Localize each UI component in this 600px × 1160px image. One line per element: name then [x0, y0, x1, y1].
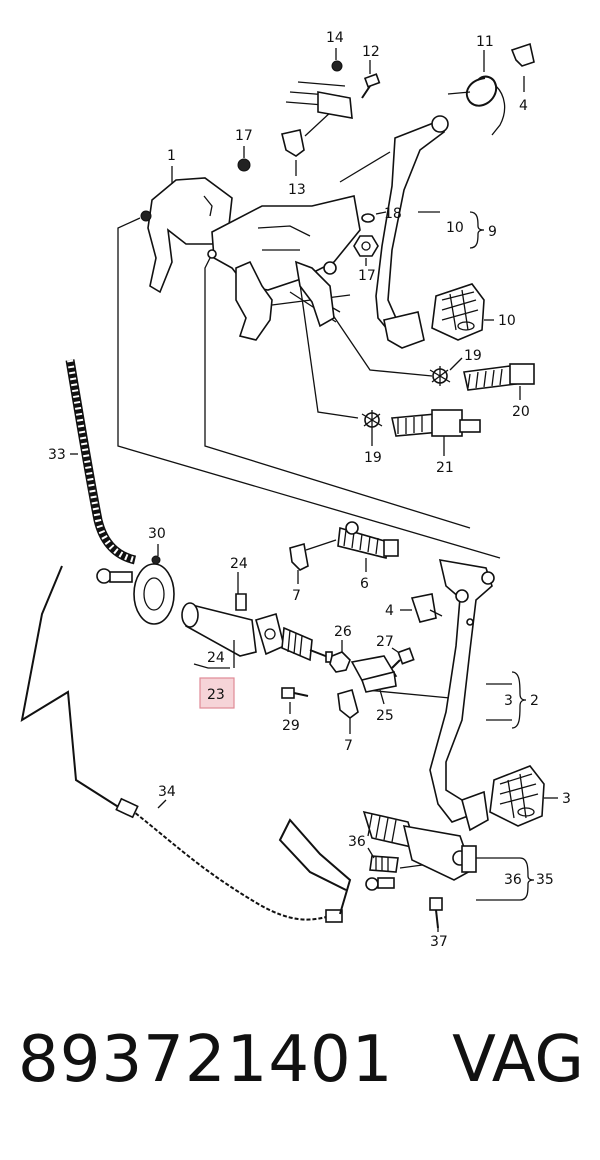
- fitting-slave: [365, 877, 395, 891]
- nut-26: [329, 651, 351, 673]
- brake-pedal-arm: [375, 115, 449, 349]
- callout-labels: 1 17 14 12 11 4 13 18 17 10 9 10 19 20 1…: [48, 30, 571, 950]
- fitting-left: [96, 568, 133, 584]
- bolt-12: [361, 73, 381, 99]
- master-cylinder-23: [181, 593, 285, 657]
- switch-20: [463, 363, 535, 391]
- callout-29: 29: [282, 718, 300, 734]
- callout-17-top: 17: [235, 128, 253, 144]
- callout-27: 27: [376, 634, 394, 650]
- nut-17: [353, 235, 379, 257]
- callout-12: 12: [362, 44, 380, 60]
- callout-19-top: 19: [464, 348, 482, 364]
- callout-3-pedal: 3: [504, 693, 513, 709]
- pedal-pad-10: [431, 283, 485, 341]
- switch-6: [337, 521, 399, 559]
- callout-21: 21: [436, 460, 454, 476]
- callout-7-top: 7: [292, 588, 301, 604]
- switch-21: [391, 409, 481, 437]
- pedal-foot-block: [461, 790, 489, 832]
- callout-7-bottom: 7: [344, 738, 353, 754]
- clip-7-lower: [337, 689, 359, 720]
- callout-37: 37: [430, 934, 448, 950]
- callout-4-mid: 4: [385, 603, 394, 619]
- part-number: 893721401: [18, 1023, 394, 1097]
- callout-11: 11: [476, 34, 494, 50]
- callout-30: 30: [148, 526, 166, 542]
- clip-7-upper: [289, 542, 309, 571]
- callout-36-bleeder: 36: [348, 834, 366, 850]
- hose-33: [65, 359, 137, 565]
- callout-20: 20: [512, 404, 530, 420]
- washer-18: [361, 213, 375, 223]
- callout-23-highlight: [199, 677, 235, 709]
- boot-pushrod: [281, 626, 333, 663]
- braces: [469, 211, 535, 901]
- callout-6: 6: [360, 576, 369, 592]
- pedal-bracket-1: [140, 158, 361, 341]
- clevis-25: [350, 655, 398, 693]
- grommet-19-top: [429, 366, 451, 386]
- clip-4-mid: [410, 593, 443, 623]
- callout-14: 14: [326, 30, 344, 46]
- callout-19-bottom: 19: [364, 450, 382, 466]
- callout-36-brace: 36: [504, 872, 522, 888]
- callout-3-pad: 3: [562, 791, 571, 807]
- callout-24-top: 24: [230, 556, 248, 572]
- bolt-27: [391, 647, 415, 669]
- callout-leaders: [70, 48, 558, 932]
- clutch-line-34: [20, 565, 352, 923]
- footer: 893721401 VAG: [0, 1010, 600, 1130]
- clip-13: [281, 129, 305, 157]
- grommet-19-bottom: [361, 410, 383, 430]
- callout-33: 33: [48, 447, 66, 463]
- callout-10-top: 10: [446, 220, 464, 236]
- callout-24-side: 24: [207, 650, 225, 666]
- flange-30: [133, 555, 175, 625]
- spring-11: [447, 75, 506, 136]
- callout-26: 26: [334, 624, 352, 640]
- callout-18: 18: [384, 206, 402, 222]
- callout-10-pad: 10: [498, 313, 516, 329]
- bleeder-36: [369, 855, 399, 873]
- brand-name: VAG: [452, 1023, 584, 1097]
- callout-17-mid: 17: [358, 268, 376, 284]
- callout-25: 25: [376, 708, 394, 724]
- bolt-37: [429, 897, 443, 929]
- callout-2: 2: [530, 693, 539, 709]
- clutch-pedal-arm: [429, 559, 495, 823]
- callout-1: 1: [167, 148, 176, 164]
- callout-4-top: 4: [519, 98, 528, 114]
- callout-13: 13: [288, 182, 306, 198]
- clip-4-top: [510, 42, 535, 67]
- slave-cylinder-36: [362, 810, 477, 881]
- clutch-pedal-exploded-diagram: 1 17 14 12 11 4 13 18 17 10 9 10 19 20 1…: [20, 30, 571, 950]
- bolt-29: [281, 687, 309, 699]
- bracket-14: [285, 60, 353, 119]
- callout-23: 23: [207, 687, 225, 703]
- callout-9: 9: [488, 224, 497, 240]
- pedal-pad-3: [489, 765, 545, 827]
- callout-34: 34: [158, 784, 176, 800]
- callout-35: 35: [536, 872, 554, 888]
